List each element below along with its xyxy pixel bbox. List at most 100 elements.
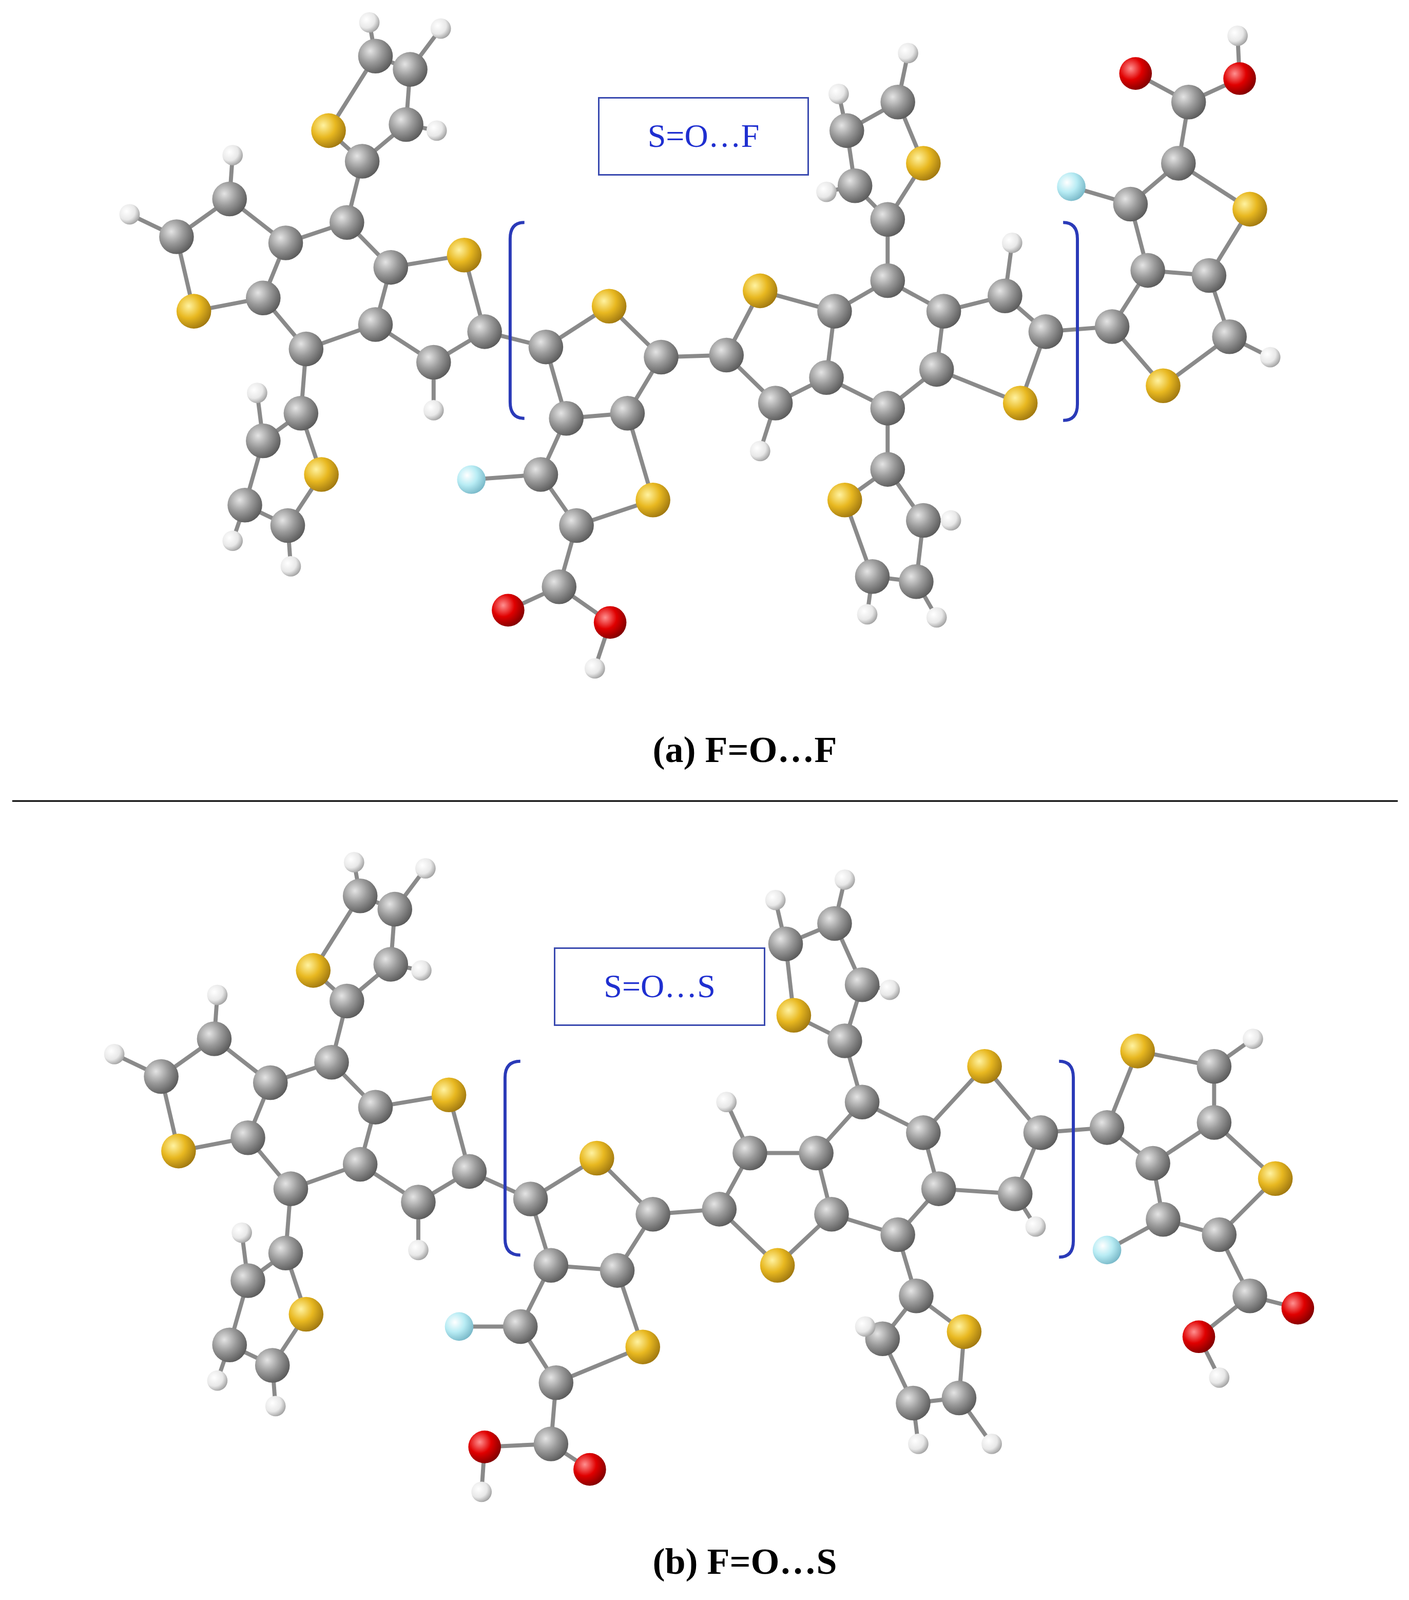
- atom: [468, 1430, 501, 1463]
- atom: [880, 1217, 916, 1252]
- atom: [104, 1043, 125, 1065]
- atom: [643, 339, 679, 375]
- atom: [1120, 1033, 1155, 1069]
- atom: [837, 168, 873, 204]
- atom: [329, 983, 365, 1019]
- atom: [816, 181, 837, 203]
- atom: [828, 83, 849, 105]
- atom: [270, 508, 306, 544]
- atom: [1145, 1201, 1181, 1237]
- atom: [1258, 1160, 1293, 1196]
- atom: [855, 1316, 876, 1337]
- atom: [905, 1114, 941, 1150]
- atom: [207, 1369, 228, 1391]
- atom: [303, 456, 339, 492]
- atom: [997, 1175, 1033, 1211]
- atom: [400, 1184, 436, 1220]
- atom: [905, 145, 941, 181]
- atom: [447, 237, 482, 273]
- atom: [416, 344, 452, 380]
- atom: [343, 851, 365, 873]
- atom: [211, 181, 247, 217]
- atom: [1135, 1145, 1171, 1181]
- atom: [579, 1140, 615, 1176]
- atom: [829, 113, 865, 149]
- atom: [197, 1020, 233, 1056]
- atom: [600, 1252, 635, 1288]
- atom: [844, 967, 880, 1002]
- atom: [1227, 25, 1248, 47]
- atom: [1197, 1048, 1232, 1084]
- atom: [760, 1247, 796, 1283]
- atom: [426, 120, 448, 141]
- atom: [732, 1135, 768, 1171]
- atom: [987, 278, 1023, 314]
- atom: [1281, 1291, 1315, 1325]
- atom: [1232, 191, 1268, 227]
- atom: [1211, 319, 1247, 355]
- atom: [1028, 314, 1064, 350]
- atom: [742, 273, 778, 309]
- atom: [528, 329, 564, 365]
- atom: [981, 1433, 1002, 1454]
- atom: [392, 51, 428, 87]
- atom: [870, 263, 905, 299]
- atom: [358, 1089, 394, 1125]
- atom: [423, 399, 445, 421]
- atom: [373, 249, 409, 285]
- atom: [411, 959, 432, 981]
- atom: [947, 1314, 982, 1349]
- atom: [533, 1247, 569, 1283]
- atom: [541, 569, 577, 605]
- atom: [908, 1433, 929, 1454]
- bracket: [1063, 222, 1078, 421]
- panel-caption: (b) F=O…S: [652, 1539, 837, 1583]
- atom: [827, 482, 863, 518]
- atom: [558, 508, 594, 544]
- atom: [359, 12, 380, 33]
- bracket: [510, 222, 525, 419]
- atom: [342, 1146, 378, 1182]
- atom: [573, 1452, 607, 1486]
- label-box: S=O…S: [553, 947, 765, 1026]
- atom: [926, 606, 948, 628]
- atom: [533, 1425, 569, 1461]
- atom: [456, 465, 486, 494]
- atom: [491, 593, 525, 627]
- atom: [716, 1091, 737, 1112]
- atom: [941, 1380, 977, 1416]
- atom: [227, 487, 263, 523]
- atom: [1242, 1028, 1264, 1049]
- atom: [523, 456, 559, 492]
- atom: [295, 952, 331, 988]
- atom: [870, 451, 905, 487]
- atom: [834, 869, 856, 890]
- atom: [765, 889, 786, 911]
- atom: [870, 201, 905, 237]
- panel-caption: (a) F=O…F: [652, 728, 838, 771]
- atom: [245, 280, 281, 316]
- atom: [280, 555, 302, 577]
- atom: [431, 1077, 467, 1113]
- atom: [161, 1133, 197, 1169]
- atom: [344, 143, 380, 179]
- atom: [814, 1196, 849, 1232]
- atom: [329, 204, 365, 240]
- bracket: [505, 1060, 521, 1256]
- atom: [415, 857, 436, 879]
- atom: [408, 1239, 429, 1261]
- atom: [1092, 1235, 1122, 1265]
- atom: [358, 39, 394, 74]
- atom: [898, 564, 934, 600]
- atom: [513, 1181, 549, 1217]
- atom: [827, 1023, 863, 1058]
- bracket: [1058, 1060, 1074, 1258]
- atom: [143, 1058, 179, 1094]
- atom: [798, 1135, 834, 1171]
- atom: [207, 984, 228, 1006]
- atom: [967, 1048, 1002, 1084]
- atom: [503, 1308, 538, 1344]
- atom: [176, 293, 212, 329]
